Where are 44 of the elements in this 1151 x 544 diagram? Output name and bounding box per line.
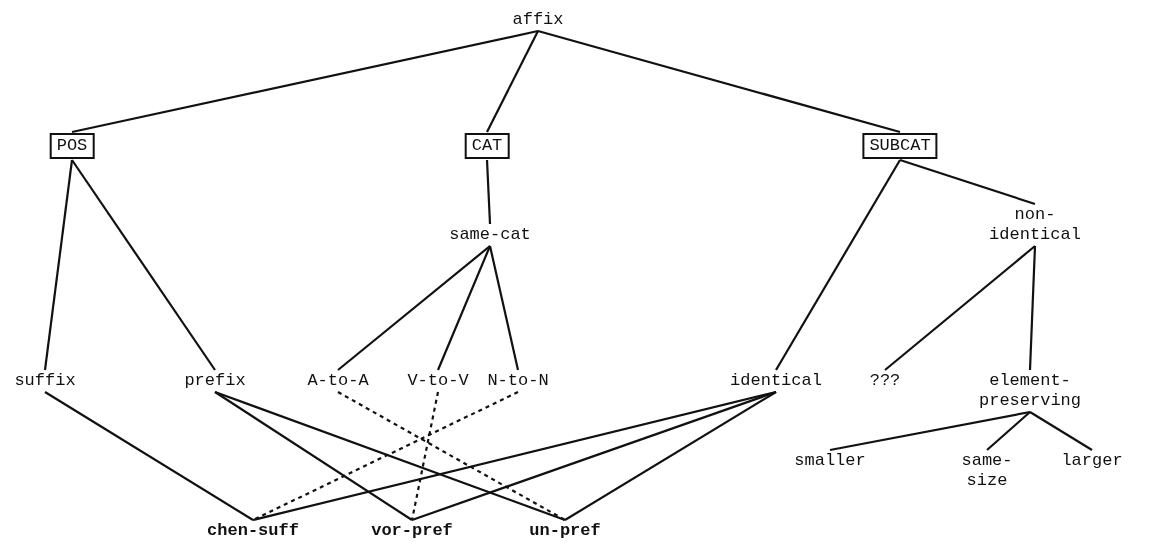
branch-line <box>252 390 777 522</box>
type-label: suffix <box>14 371 76 391</box>
branch-line <box>214 391 413 521</box>
feature-box: POS <box>49 133 95 159</box>
branch-line <box>899 158 1036 206</box>
type-label: un-pref <box>529 521 601 541</box>
type-label: vor-pref <box>371 521 453 541</box>
type-label: same-cat <box>449 225 531 245</box>
branch-line <box>564 391 777 521</box>
feature-box: CAT <box>464 133 510 159</box>
type-label: larger <box>1061 451 1123 471</box>
type-label: affix <box>512 10 564 30</box>
type-label: V-to-V <box>407 371 469 391</box>
branch-line <box>44 391 254 521</box>
dotted-line <box>410 391 440 521</box>
type-label: element- preserving <box>965 371 1095 411</box>
type-label: ??? <box>869 371 901 391</box>
branch-line <box>1028 245 1037 371</box>
type-label: chen-suff <box>207 521 299 541</box>
branch-line <box>986 411 1031 451</box>
branch-line <box>71 159 216 371</box>
branch-line <box>411 390 777 522</box>
branch-line <box>485 159 492 225</box>
branch-line <box>884 245 1036 371</box>
branch-line <box>437 245 491 371</box>
branch-line <box>486 30 539 133</box>
branch-line <box>829 410 1031 452</box>
type-label: prefix <box>184 371 246 391</box>
branch-line <box>214 390 566 522</box>
dotted-line <box>337 391 566 521</box>
type-label: A-to-A <box>307 371 369 391</box>
branch-line <box>71 29 539 134</box>
type-label: N-to-N <box>487 371 549 391</box>
branch-line <box>488 245 520 371</box>
type-label: smaller <box>794 451 866 471</box>
feature-box: SUBCAT <box>862 133 938 159</box>
branch-line <box>337 245 491 371</box>
branch-line <box>1029 411 1093 451</box>
branch-line <box>537 29 901 134</box>
type-label: identical <box>730 371 822 391</box>
branch-line <box>43 159 74 371</box>
type-label: non- identical <box>970 205 1100 245</box>
type-label: same- size <box>952 451 1022 491</box>
branch-line <box>775 159 901 371</box>
